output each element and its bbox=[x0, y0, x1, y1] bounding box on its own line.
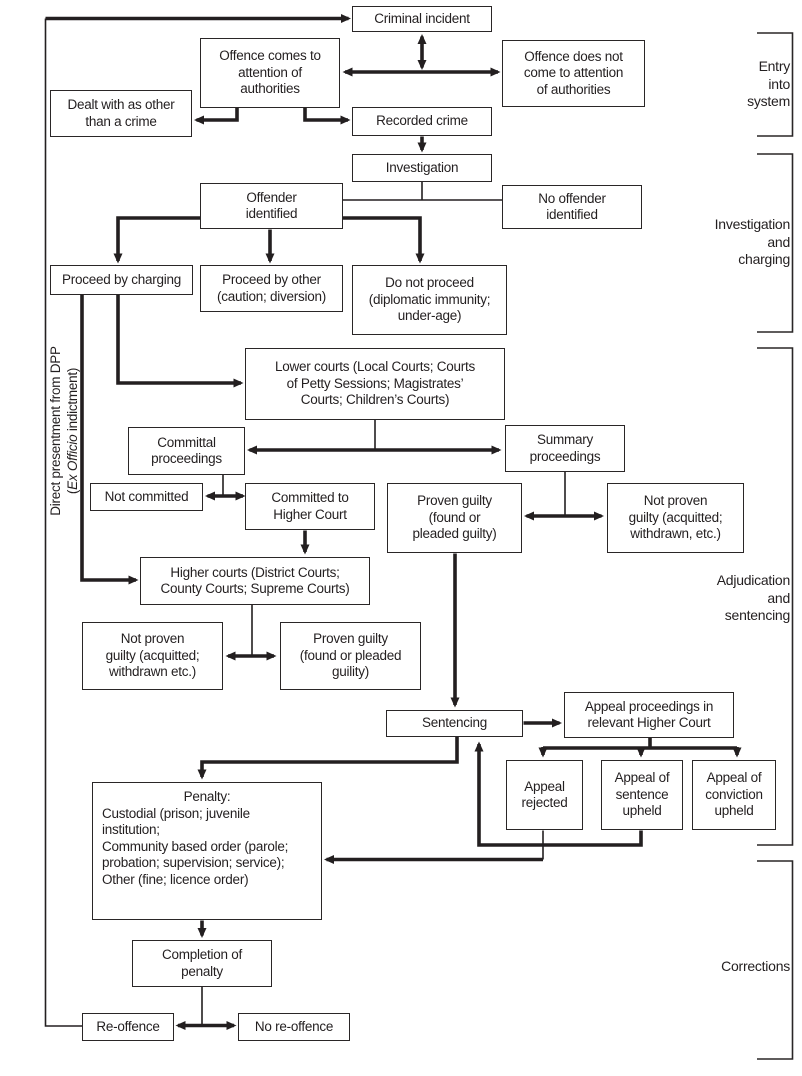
node-label: Not committed bbox=[104, 488, 189, 504]
node-investigation: Investigation bbox=[352, 154, 492, 182]
penalty-title: Penalty: bbox=[183, 789, 231, 804]
wire-to-recorded-crime bbox=[303, 108, 351, 125]
node-proceed-by-charging: Proceed by charging bbox=[50, 265, 193, 295]
node-higher-courts: Higher courts (District Courts; County C… bbox=[140, 557, 370, 605]
node-label: Higher courts (District Courts; County C… bbox=[160, 564, 350, 597]
wire-sentencing-to-penalty bbox=[197, 737, 459, 780]
node-committed-to-higher-court: Committed to Higher Court bbox=[245, 483, 375, 530]
node-offender-identified: Offender identified bbox=[200, 183, 343, 229]
node-label: Committal proceedings bbox=[151, 434, 222, 467]
section-label-adjudication: Adjudication and sentencing bbox=[716, 572, 791, 623]
node-appeal-sentence-upheld: Appeal of sentence upheld bbox=[601, 760, 683, 830]
section-label-corrections: Corrections bbox=[721, 958, 790, 974]
section-bracket-entry bbox=[757, 32, 794, 137]
wire-direct-presentment bbox=[80, 295, 139, 585]
node-appeal-proceedings: Appeal proceedings in relevant Higher Co… bbox=[564, 692, 734, 738]
node-label: Committed to Higher Court bbox=[271, 490, 349, 522]
dpp-line2: (Ex Officio indictment) bbox=[65, 367, 80, 495]
node-appeal-rejected: Appeal rejected bbox=[506, 760, 583, 830]
node-label: Completion of penalty bbox=[161, 947, 243, 979]
node-committal-proceedings: Committal proceedings bbox=[128, 427, 245, 475]
node-not-committed: Not committed bbox=[90, 483, 203, 511]
dpp-annotation: Direct presentment from DPP (Ex Officio … bbox=[47, 296, 83, 566]
wire-sentence-upheld-feedback bbox=[474, 741, 643, 847]
node-label: Sentencing bbox=[421, 715, 488, 731]
penalty-body: Custodial (prison; juvenile institution;… bbox=[102, 805, 289, 887]
node-summary-proceedings: Summary proceedings bbox=[505, 425, 625, 472]
section-label-investigation: Investigation and charging bbox=[714, 216, 791, 267]
node-label: Investigation bbox=[385, 159, 459, 175]
wire-to-proceed-charging bbox=[113, 216, 200, 264]
node-label: Offender identified bbox=[245, 189, 298, 222]
node-label: Dealt with as other than a crime bbox=[67, 97, 175, 129]
wire-charging-to-lower-courts bbox=[116, 295, 244, 388]
node-label: Proceed by other (caution; diversion) bbox=[216, 272, 327, 304]
node-proven-guilty-higher: Proven guilty (found or pleaded guility) bbox=[280, 622, 421, 690]
node-criminal-incident: Criminal incident bbox=[352, 6, 492, 32]
node-penalty: Penalty: Custodial (prison; juvenile ins… bbox=[92, 782, 322, 920]
node-label: Offence comes to attention of authoritie… bbox=[219, 48, 321, 97]
node-label: Not proven guilty (acquitted; withdrawn,… bbox=[628, 493, 723, 542]
node-label: Appeal proceedings in relevant Higher Co… bbox=[584, 698, 714, 731]
node-label: Not proven guilty (acquitted; withdrawn … bbox=[105, 631, 200, 680]
section-label-entry: Entry into system bbox=[747, 58, 790, 109]
node-not-proven-guilty-summary: Not proven guilty (acquitted; withdrawn,… bbox=[607, 483, 744, 553]
node-label: Summary proceedings bbox=[529, 432, 601, 464]
section-bracket-corrections bbox=[757, 860, 794, 1060]
node-proceed-by-other: Proceed by other (caution; diversion) bbox=[200, 265, 343, 312]
node-proven-guilty-summary: Proven guilty (found or pleaded guilty) bbox=[387, 483, 522, 553]
node-label: Appeal rejected bbox=[521, 778, 568, 811]
wire-reoffence-feedback bbox=[44, 18, 82, 1027]
node-label: Re-offence bbox=[96, 1018, 160, 1034]
node-label: Recorded crime bbox=[376, 113, 468, 129]
node-label: No re-offence bbox=[254, 1018, 334, 1034]
dpp-line1: Direct presentment from DPP bbox=[48, 346, 63, 516]
node-label: Proceed by charging bbox=[61, 271, 182, 287]
section-bracket-investigation bbox=[757, 153, 794, 333]
node-label: Do not proceed (diplomatic immunity; und… bbox=[368, 275, 491, 324]
node-completion-of-penalty: Completion of penalty bbox=[132, 940, 272, 987]
node-label: Offence does not come to attention of au… bbox=[523, 48, 624, 97]
node-not-proven-guilty-higher: Not proven guilty (acquitted; withdrawn … bbox=[82, 622, 223, 690]
node-no-re-offence: No re-offence bbox=[238, 1013, 350, 1041]
node-label: Criminal incident bbox=[374, 10, 470, 26]
node-label: Lower courts (Local Courts; Courts of Pe… bbox=[274, 359, 476, 408]
node-label: No offender identified bbox=[538, 190, 606, 223]
node-no-offender-identified: No offender identified bbox=[502, 185, 642, 229]
node-do-not-proceed: Do not proceed (diplomatic immunity; und… bbox=[352, 265, 507, 335]
section-bracket-adjudication bbox=[757, 347, 794, 846]
wire-to-do-not-proceed bbox=[343, 216, 425, 264]
node-offence-does-not-come: Offence does not come to attention of au… bbox=[502, 40, 645, 107]
node-label: Proven guilty (found or pleaded guilty) bbox=[412, 493, 497, 542]
node-label: Appeal of conviction upheld bbox=[705, 770, 763, 819]
node-appeal-conviction-upheld: Appeal of conviction upheld bbox=[692, 760, 776, 830]
node-sentencing: Sentencing bbox=[386, 710, 523, 737]
node-recorded-crime: Recorded crime bbox=[352, 107, 492, 136]
node-label: Appeal of sentence upheld bbox=[614, 770, 670, 819]
node-lower-courts: Lower courts (Local Courts; Courts of Pe… bbox=[245, 348, 505, 420]
node-label: Proven guilty (found or pleaded guility) bbox=[299, 631, 402, 680]
node-re-offence: Re-offence bbox=[82, 1013, 174, 1041]
wire-to-dealt-with bbox=[194, 108, 239, 125]
node-offence-comes-to-attention: Offence comes to attention of authoritie… bbox=[200, 38, 340, 108]
node-dealt-with-as-other: Dealt with as other than a crime bbox=[50, 90, 192, 137]
